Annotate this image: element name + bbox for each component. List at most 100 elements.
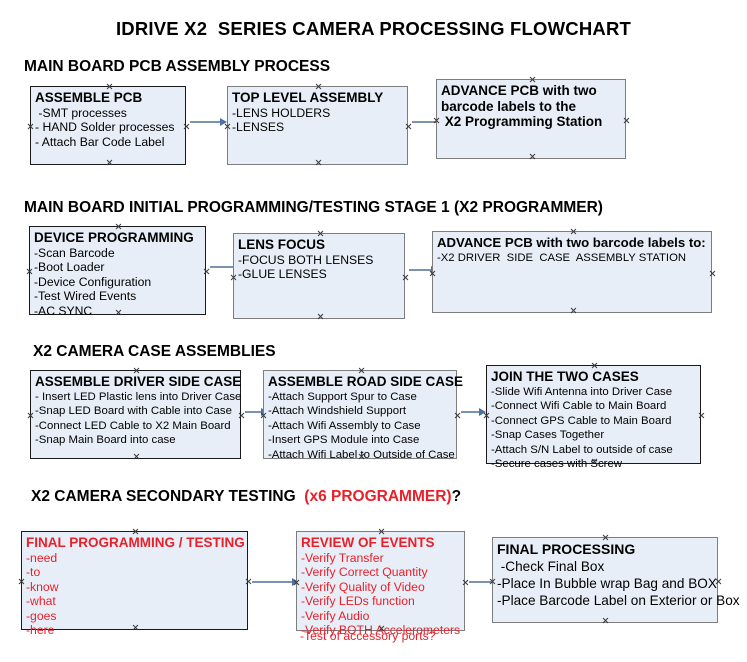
node-line: -goes [26,608,57,623]
section-heading-4: X2 CAMERA SECONDARY TESTING (x6 PROGRAMM… [31,488,461,506]
connector-handle-bottom[interactable] [570,307,577,314]
node-lens-focus[interactable]: LENS FOCUS -FOCUS BOTH LENSES -GLUE LENS… [233,233,405,319]
node-line: -Scan Barcode [34,245,115,260]
node-line: -Attach Windshield Support [268,405,407,418]
node-line: -Snap LED Board with Cable into Case [35,405,232,418]
node-line: -Attach Wifi Label to Outside of Case [268,448,455,461]
connector-handle-top[interactable] [570,228,577,235]
node-line: -FOCUS BOTH LENSES [238,252,374,267]
node-line: -LENSES [232,120,285,135]
connector-handle-top[interactable] [358,367,365,374]
node-title: FINAL PROGRAMMING / TESTING [26,535,245,550]
node-title: ASSEMBLE DRIVER SIDE CASE [35,374,242,389]
connector-handle-top[interactable] [317,230,324,237]
node-line: -GLUE LENSES [238,267,327,282]
node-line: -Verify LEDs function [301,594,415,609]
connector-handle-left[interactable] [26,268,33,275]
section-heading-2: MAIN BOARD INITIAL PROGRAMMING/TESTING S… [24,199,603,216]
connector-handle-left[interactable] [429,270,436,277]
node-device-programming[interactable]: DEVICE PROGRAMMING -Scan Barcode -Boot L… [26,223,206,318]
section-heading-4-accent: (x6 PROGRAMMER) [304,488,452,505]
node-line: -Secure cases with Screw [491,458,623,471]
node-line: -Attach Wifi Assembly to Case [268,419,421,432]
arrow-road-case-to-join-cases [461,407,487,417]
connector-handle-left[interactable] [224,123,231,130]
node-line: -what [26,594,56,609]
node-title: ASSEMBLE ROAD SIDE CASE [268,374,464,389]
node-line: -Check Final Box [497,559,605,574]
node-line: -Verify Quality of Video [301,579,425,594]
node-line: - Insert LED Plastic lens into Driver Ca… [35,390,242,403]
node-line: -need [26,550,58,565]
connector-handle-top[interactable] [106,83,113,90]
connector-handle-left[interactable] [293,579,300,586]
node-line: -SMT processes [35,105,127,120]
section-heading-1: MAIN BOARD PCB ASSEMBLY PROCESS [24,58,331,75]
node-title: LENS FOCUS [238,237,326,252]
connector-handle-left[interactable] [27,412,34,419]
node-line: X2 Programming Station [441,114,603,129]
connector-handle-left[interactable] [260,412,267,419]
node-line: - HAND Solder processes [35,120,175,135]
node-line: -to [26,565,41,580]
section-heading-4-main: X2 CAMERA SECONDARY TESTING [31,488,305,505]
node-join-the-two-cases[interactable]: JOIN THE TWO CASES -Slide Wifi Antenna i… [483,362,701,470]
connector-handle-bottom[interactable] [315,159,322,166]
node-line: -know [26,579,59,594]
node-title: DEVICE PROGRAMMING [34,230,194,245]
connector-handle-left[interactable] [433,117,440,124]
node-assemble-pcb[interactable]: ASSEMBLE PCB -SMT processes - HAND Solde… [30,86,186,165]
node-line: -Boot Loader [34,260,105,275]
connector-handle-top[interactable] [133,367,140,374]
node-line: -Connect LED Cable to X2 Main Board [35,419,231,432]
node-line: -Attach S/N Label to outside of case [491,443,673,456]
node-line: -Connect GPS Cable to Main Board [491,414,672,427]
node-review-of-events-overflow-line: -Test of accessory ports? [300,629,436,643]
node-line: -here [26,623,55,638]
node-line: -Connect Wifi Cable to Main Board [491,400,667,413]
connector-handle-bottom[interactable] [317,313,324,320]
connector-handle-top[interactable] [529,76,536,83]
node-title: FINAL PROCESSING [497,541,636,557]
node-line: -Place In Bubble wrap Bag and BOX [497,576,717,591]
arrow-assemble-pcb-to-top-level [190,117,228,127]
node-line: -Attach Support Spur to Case [268,390,417,403]
connector-handle-left[interactable] [18,578,25,585]
node-line: -Device Configuration [34,274,152,289]
node-review-of-events[interactable]: REVIEW OF EVENTS -Verify Transfer -Verif… [293,528,465,637]
node-advance-pcb-to-x2-station[interactable]: ADVANCE PCB with two barcode labels to t… [436,79,626,159]
connector-handle-left[interactable] [27,123,34,130]
section-heading-3: X2 CAMERA CASE ASSEMBLIES [33,343,276,360]
connector-handle-left[interactable] [230,274,237,281]
connector-handle-right[interactable] [709,270,716,277]
node-assemble-driver-side-case[interactable]: ASSEMBLE DRIVER SIDE CASE - Insert LED P… [30,370,241,459]
connector-handle-bottom[interactable] [106,159,113,166]
connector-handle-bottom[interactable] [529,153,536,160]
node-final-processing[interactable]: FINAL PROCESSING -Check Final Box -Place… [489,534,740,624]
section-heading-4-suffix: ? [451,488,462,505]
page-title: IDRIVE X2 SERIES CAMERA PROCESSING FLOWC… [115,18,632,39]
node-assemble-road-side-case[interactable]: ASSEMBLE ROAD SIDE CASE -Attach Support … [260,367,464,461]
node-line: - Attach Bar Code Label [35,134,165,149]
node-line: -Snap Main Board into case [35,434,176,447]
node-title: ASSEMBLE PCB [35,90,143,105]
connector-handle-top[interactable] [315,83,322,90]
node-title: ADVANCE PCB with two barcode labels to: [437,235,706,250]
connector-handle-bottom[interactable] [602,617,609,624]
connector-handle-top[interactable] [115,223,122,230]
node-final-programming-testing[interactable]: FINAL PROGRAMMING / TESTING -need -to -k… [18,528,248,637]
node-line: -Verify Correct Quantity [301,565,428,580]
node-line: barcode labels to the [441,98,577,114]
node-title: ADVANCE PCB with two [441,83,597,98]
node-top-level-assembly[interactable]: TOP LEVEL ASSEMBLY -LENS HOLDERS -LENSES [227,86,408,165]
connector-handle-top[interactable] [602,534,609,541]
connector-handle-top[interactable] [591,362,598,369]
node-line: -Snap Cases Together [491,429,605,442]
connector-handle-left[interactable] [489,578,496,585]
connector-handle-bottom[interactable] [133,453,140,460]
connector-handle-top[interactable] [132,528,139,535]
connector-handle-top[interactable] [378,528,385,535]
node-advance-pcb-to-driver-side[interactable]: ADVANCE PCB with two barcode labels to: … [432,231,712,313]
connector-handle-left[interactable] [483,412,490,419]
